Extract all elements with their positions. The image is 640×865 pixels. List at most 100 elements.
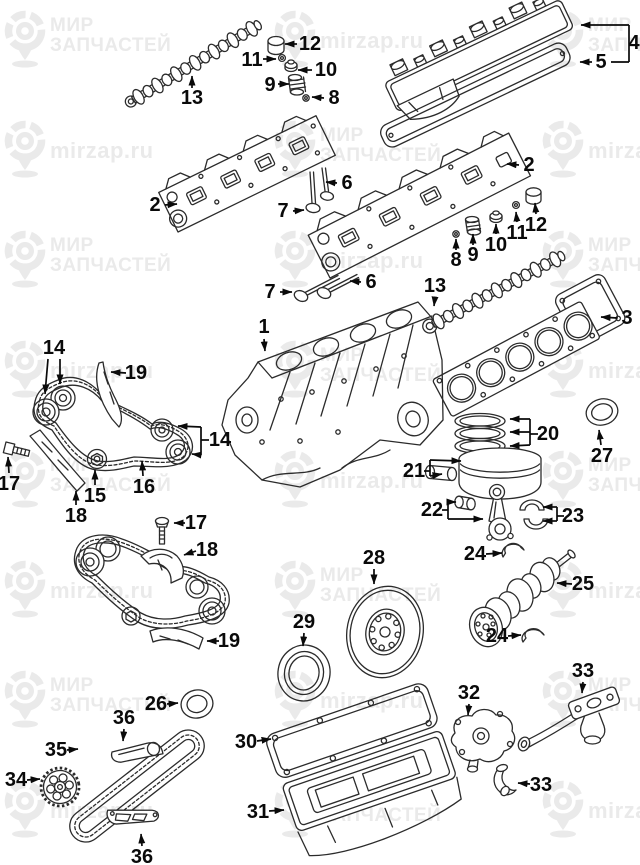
callout-20[interactable]: 20 xyxy=(509,415,559,450)
callout-7[interactable]: 7 xyxy=(277,200,305,222)
callout-arrow xyxy=(517,780,531,788)
watermark-site-text: mirzap.ru xyxy=(588,358,640,383)
callout-19[interactable]: 19 xyxy=(206,630,240,652)
part-timing-chain-upper xyxy=(33,376,194,472)
callout-17[interactable]: 17 xyxy=(0,456,20,495)
callout-24[interactable]: 24 xyxy=(464,543,503,565)
callout-number: 12 xyxy=(525,214,547,236)
part-head-gasket xyxy=(432,274,626,417)
watermark-tile: mirzap.ru xyxy=(272,668,502,730)
callout-arrow xyxy=(191,451,202,459)
callout-15[interactable]: 15 xyxy=(84,469,106,507)
callout-number: 34 xyxy=(5,769,28,791)
callout-26[interactable]: 26 xyxy=(145,693,179,715)
callout-35[interactable]: 35 xyxy=(45,739,79,761)
callout-8[interactable]: 8 xyxy=(311,87,340,109)
callout-6[interactable]: 6 xyxy=(349,271,377,293)
callout-number: 19 xyxy=(218,630,240,652)
callout-14[interactable]: 14 xyxy=(42,337,66,395)
callout-arrow xyxy=(164,201,178,209)
callout-number: 15 xyxy=(84,485,106,507)
callout-21[interactable]: 21 xyxy=(403,457,462,482)
callout-2[interactable]: 2 xyxy=(149,194,178,216)
callout-11[interactable]: 11 xyxy=(241,49,277,71)
callout-number: 28 xyxy=(363,547,385,569)
callout-8[interactable]: 8 xyxy=(450,238,462,271)
part-valve-tappet-left xyxy=(267,35,285,56)
callout-36[interactable]: 36 xyxy=(131,833,153,865)
callout-number: 22 xyxy=(421,499,443,521)
part-camshaft-left xyxy=(124,20,263,108)
callout-number: 2 xyxy=(149,194,160,216)
callout-10[interactable]: 10 xyxy=(485,223,507,256)
callout-27[interactable]: 27 xyxy=(591,429,613,467)
callout-1[interactable]: 1 xyxy=(258,316,270,352)
callout-number: 11 xyxy=(241,49,262,71)
part-oil-pickup-elbow xyxy=(493,763,517,797)
brand-logo-icon xyxy=(4,780,46,838)
callout-number: 7 xyxy=(264,281,275,303)
callout-18[interactable]: 18 xyxy=(183,539,218,561)
callout-number: 18 xyxy=(65,505,87,527)
callout-14[interactable]: 14 xyxy=(177,422,232,459)
callout-32[interactable]: 32 xyxy=(458,682,480,716)
part-engine-block xyxy=(221,301,444,488)
callout-number: 27 xyxy=(591,445,613,467)
callout-number: 16 xyxy=(133,476,155,498)
callout-arrow xyxy=(66,746,79,754)
callout-number: 36 xyxy=(131,846,153,865)
callout-17[interactable]: 17 xyxy=(173,512,207,534)
callout-33[interactable]: 33 xyxy=(517,774,552,796)
callout-3[interactable]: 3 xyxy=(600,307,633,329)
callout-5[interactable]: 5 xyxy=(579,51,607,73)
callout-16[interactable]: 16 xyxy=(133,460,155,498)
callout-arrow xyxy=(139,460,147,477)
callout-number: 8 xyxy=(328,87,339,109)
callout-19[interactable]: 19 xyxy=(110,362,147,384)
part-oil-pump-sprocket xyxy=(39,766,81,808)
part-valve-tappet-right xyxy=(525,187,542,205)
callout-arrow xyxy=(183,548,197,556)
callout-arrow xyxy=(532,202,540,215)
brand-logo-icon xyxy=(4,560,46,618)
callout-7[interactable]: 7 xyxy=(264,281,293,303)
callout-30[interactable]: 30 xyxy=(235,731,272,753)
callout-18[interactable]: 18 xyxy=(65,490,87,527)
brand-logo-icon xyxy=(274,560,316,618)
callout-22[interactable]: 22 xyxy=(421,498,484,523)
callout-25[interactable]: 25 xyxy=(556,573,594,595)
callout-13[interactable]: 13 xyxy=(181,75,203,109)
callout-29[interactable]: 29 xyxy=(293,611,315,647)
callout-number: 18 xyxy=(196,539,218,561)
callout-number: 32 xyxy=(458,682,480,704)
callout-arrow xyxy=(556,580,573,588)
callout-11[interactable]: 11 xyxy=(506,211,528,244)
callout-33[interactable]: 33 xyxy=(572,660,594,694)
callout-12[interactable]: 12 xyxy=(525,202,547,236)
callout-28[interactable]: 28 xyxy=(363,547,385,585)
callout-31[interactable]: 31 xyxy=(247,801,285,823)
callout-24[interactable]: 24 xyxy=(486,625,522,647)
watermark-tile: mirzap.ru xyxy=(2,118,232,180)
callout-12[interactable]: 12 xyxy=(284,33,321,55)
callout-13[interactable]: 13 xyxy=(424,275,446,307)
callout-6[interactable]: 6 xyxy=(325,172,353,194)
callout-4[interactable]: 4 xyxy=(580,21,640,63)
watermark-site-text: mirzap.ru xyxy=(588,798,640,823)
callout-number: 33 xyxy=(530,774,552,796)
callout-23[interactable]: 23 xyxy=(542,503,584,527)
callout-number: 10 xyxy=(315,59,337,81)
callout-34[interactable]: 34 xyxy=(5,769,41,791)
callout-36[interactable]: 36 xyxy=(113,707,135,742)
callout-9[interactable]: 9 xyxy=(264,74,290,96)
callout-10[interactable]: 10 xyxy=(297,59,337,81)
part-chain-guide-mid xyxy=(140,548,184,584)
callout-9[interactable]: 9 xyxy=(467,233,479,266)
part-main-bearing-lower xyxy=(521,627,545,643)
callout-2[interactable]: 2 xyxy=(506,154,535,176)
